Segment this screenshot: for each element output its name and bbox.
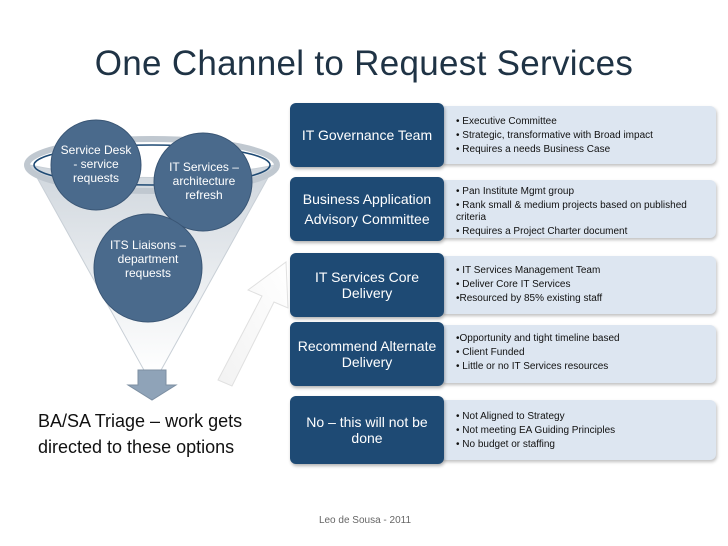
triage-text: BA/SA Triage – work gets directed to the…: [38, 411, 243, 457]
row-4-box: Recommend Alternate Delivery: [290, 322, 444, 386]
row-2-bullet: • Rank small & medium projects based on …: [456, 200, 687, 223]
row-1-box: IT Governance Team: [290, 103, 444, 167]
circle-label-its-liaisons: ITS Liaisons – department requests: [109, 238, 187, 280]
down-arrow: [126, 369, 178, 401]
row-1-bullets: • Executive Committee • Strategic, trans…: [456, 116, 714, 158]
row-3-bullet: •Resourced by 85% existing staff: [456, 293, 603, 304]
row-5-bullet: • No budget or staffing: [456, 439, 555, 450]
row-1-bullet: • Strategic, transformative with Broad i…: [456, 130, 653, 141]
row-1-bullet: • Requires a needs Business Case: [456, 144, 611, 155]
slide-title: One Channel to Request Services: [94, 44, 634, 83]
row-2-bullets: • Pan Institute Mgmt group • Rank small …: [456, 186, 714, 240]
funnel-rim: [24, 136, 280, 194]
row-5-bullets: • Not Aligned to Strategy • Not meeting …: [456, 411, 714, 453]
row-2-panel: [440, 180, 716, 238]
row-3-box: IT Services Core Delivery: [290, 253, 444, 317]
row-1-panel: [440, 106, 716, 164]
row-3-bullets: • IT Services Management Team • Deliver …: [456, 265, 714, 307]
footer-credit: Leo de Sousa - 2011: [318, 515, 412, 526]
row-5-panel: [440, 400, 716, 460]
row-1-label: IT Governance Team: [301, 127, 433, 143]
diagonal-arrow: [217, 261, 289, 387]
circle-label-service-desk: Service Desk - service requests: [60, 143, 132, 185]
row-2-bullet: • Pan Institute Mgmt group: [456, 186, 575, 197]
circle-it-services: [153, 132, 253, 232]
row-3-bullet: • Deliver Core IT Services: [456, 279, 571, 290]
row-5-bullet: • Not meeting EA Guiding Principles: [456, 425, 616, 436]
row-5-bullet: • Not Aligned to Strategy: [456, 411, 565, 422]
row-3-bullet: • IT Services Management Team: [456, 265, 601, 276]
row-3-panel: [440, 256, 716, 314]
circle-service-desk: [50, 119, 142, 211]
circle-its-liaisons: [93, 213, 203, 323]
row-2-bullet: • Requires a Project Charter document: [456, 226, 628, 237]
row-5-box: No – this will not be done: [290, 396, 444, 464]
row-4-bullet: •Opportunity and tight timeline based: [456, 333, 620, 344]
row-5-label: No – this will not be done: [306, 414, 428, 446]
row-4-bullet: • Little or no IT Services resources: [456, 361, 609, 372]
row-3-label: IT Services Core Delivery: [315, 269, 419, 301]
row-4-bullets: •Opportunity and tight timeline based • …: [456, 333, 714, 375]
row-2-box: Business Application Advisory Committee: [290, 177, 444, 241]
row-1-bullet: • Executive Committee: [456, 116, 557, 127]
row-4-label: Recommend Alternate Delivery: [297, 338, 437, 370]
row-4-panel: [440, 325, 716, 383]
circle-label-it-services: IT Services – architecture refresh: [169, 160, 239, 202]
funnel-rim-inner: [33, 144, 271, 186]
row-2-label: Business Application Advisory Committee: [302, 191, 432, 227]
row-4-bullet: • Client Funded: [456, 347, 525, 358]
